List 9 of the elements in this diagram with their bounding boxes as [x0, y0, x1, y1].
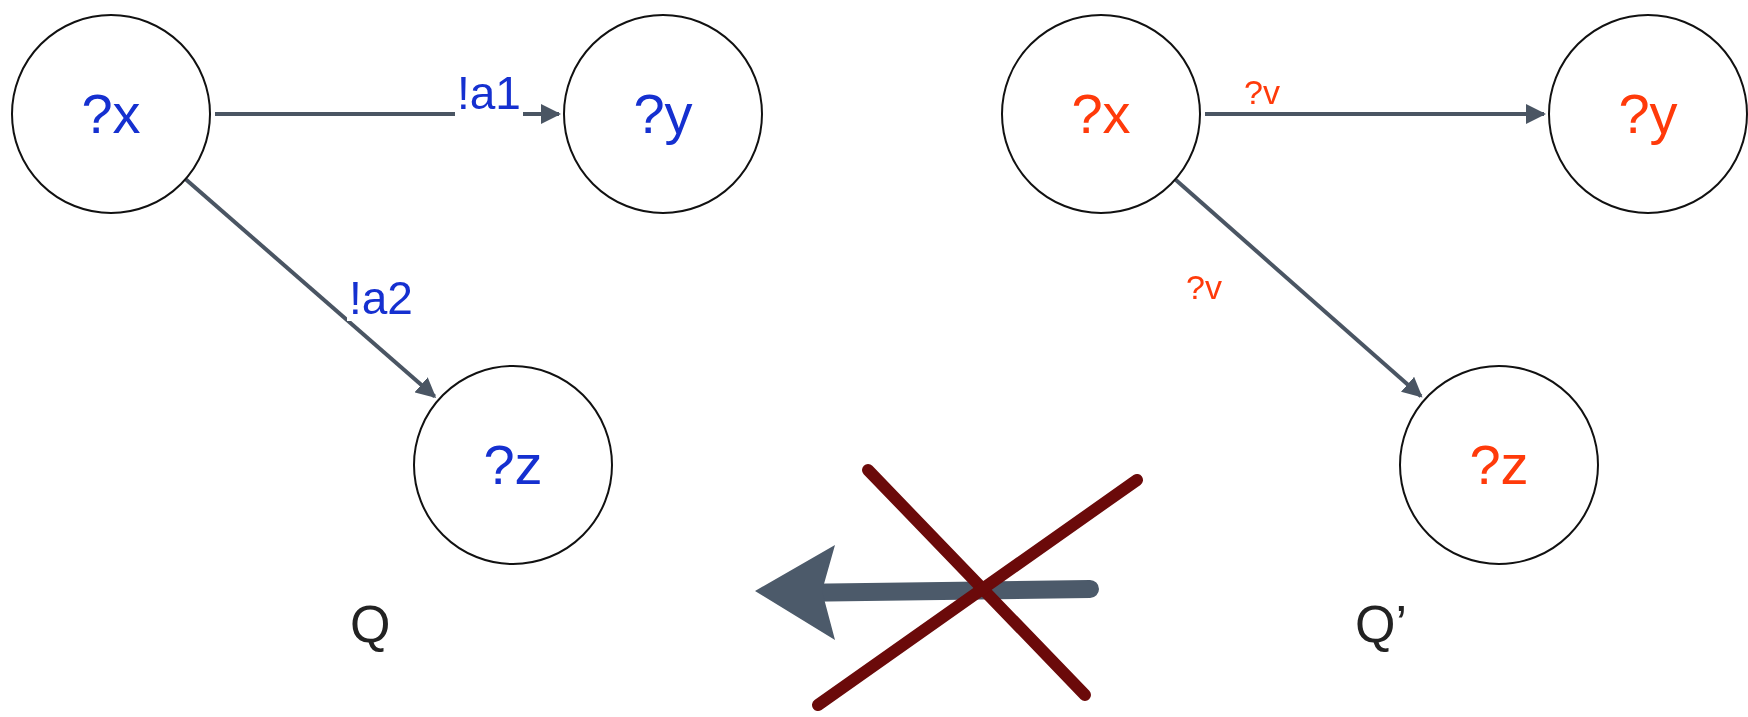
arrow — [183, 176, 437, 399]
arrow — [1173, 177, 1423, 398]
node-label: ?z — [483, 437, 543, 493]
arrow — [1205, 104, 1546, 124]
diagram-label: Q — [350, 598, 391, 650]
node-label: ?x — [81, 86, 141, 142]
node-label: ?z — [1469, 437, 1529, 493]
node-label: ?x — [1071, 86, 1131, 142]
diagram-label: Q’ — [1355, 598, 1407, 650]
